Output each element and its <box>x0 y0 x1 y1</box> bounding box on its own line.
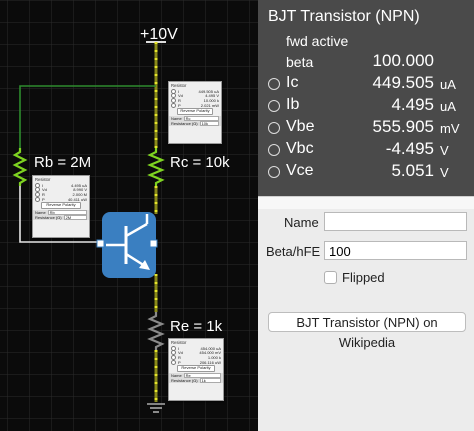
radio-icon[interactable] <box>268 100 280 112</box>
radio-icon[interactable] <box>268 122 280 134</box>
prop-row-vce[interactable]: Vce 5.051 V <box>258 161 474 183</box>
flipped-label: Flipped <box>342 270 385 285</box>
base-wire[interactable] <box>19 186 100 243</box>
prop-row-vbe[interactable]: Vbe 555.905 mV <box>258 117 474 139</box>
prop-row-vbc[interactable]: Vbc -4.495 V <box>258 139 474 161</box>
prop-row-ic[interactable]: Ic 449.505 uA <box>258 73 474 95</box>
schematic-canvas[interactable]: +10V Rb = 2M Rc = 10k Re = 1k Resistor I… <box>0 0 258 431</box>
reverse-polarity-button[interactable]: Reverse Polarity <box>41 202 81 210</box>
radio-icon[interactable] <box>171 354 176 360</box>
beta-row: beta 100.000 <box>258 51 474 73</box>
beta-field-label: Beta/hFE <box>266 244 321 259</box>
popup-title: Resistor <box>171 83 187 88</box>
reverse-polarity-button[interactable]: Reverse Polarity <box>177 365 215 373</box>
beta-input[interactable]: 100 <box>324 241 467 260</box>
wikipedia-button[interactable]: BJT Transistor (NPN) on Wikipedia <box>268 312 466 350</box>
radio-icon[interactable] <box>171 102 176 108</box>
rc-label: Rc = 10k <box>170 154 230 171</box>
radio-icon[interactable] <box>35 187 40 193</box>
resistance-field[interactable]: Resistance (Ω)2M <box>33 214 89 221</box>
flipped-checkbox[interactable] <box>324 271 337 284</box>
re-resistor[interactable] <box>147 312 165 350</box>
radio-icon[interactable] <box>171 93 176 99</box>
rb-supply-wire[interactable] <box>19 85 156 148</box>
panel-divider <box>258 196 474 209</box>
radio-icon[interactable] <box>171 359 176 365</box>
beta-value: 100.000 <box>372 51 434 70</box>
rc-resistor[interactable] <box>147 148 165 186</box>
beta-label: beta <box>286 54 314 70</box>
resistance-field[interactable]: Resistance (Ω)10k <box>169 120 221 127</box>
radio-icon[interactable] <box>171 88 176 94</box>
bjt-transistor[interactable] <box>96 212 158 278</box>
resistance-field[interactable]: Resistance (Ω)1k <box>169 377 223 384</box>
name-field-label: Name <box>284 215 319 230</box>
radio-icon[interactable] <box>35 191 40 197</box>
name-input[interactable] <box>324 212 467 231</box>
supply-label: +10V <box>140 26 178 43</box>
re-label: Re = 1k <box>170 318 223 335</box>
popup-title: Resistor <box>171 340 187 345</box>
radio-icon[interactable] <box>171 350 176 356</box>
inspector-header: BJT Transistor (NPN) fwd active beta 100… <box>258 0 474 196</box>
inspector-panel: BJT Transistor (NPN) fwd active beta 100… <box>258 0 474 431</box>
radio-icon[interactable] <box>268 144 280 156</box>
radio-icon[interactable] <box>268 78 280 90</box>
rb-label: Rb = 2M <box>34 154 92 171</box>
radio-icon[interactable] <box>35 182 40 188</box>
operating-mode: fwd active <box>286 33 349 49</box>
radio-icon[interactable] <box>268 166 280 178</box>
prop-row-ib[interactable]: Ib 4.495 uA <box>258 95 474 117</box>
popup-title: Resistor <box>35 177 51 182</box>
radio-icon[interactable] <box>171 345 176 351</box>
radio-icon[interactable] <box>171 97 176 103</box>
radio-icon[interactable] <box>35 196 40 202</box>
rb-resistor[interactable] <box>12 148 28 186</box>
ground-symbol[interactable] <box>147 403 165 413</box>
reverse-polarity-button[interactable]: Reverse Polarity <box>177 108 213 116</box>
inspector-title: BJT Transistor (NPN) <box>268 8 420 25</box>
